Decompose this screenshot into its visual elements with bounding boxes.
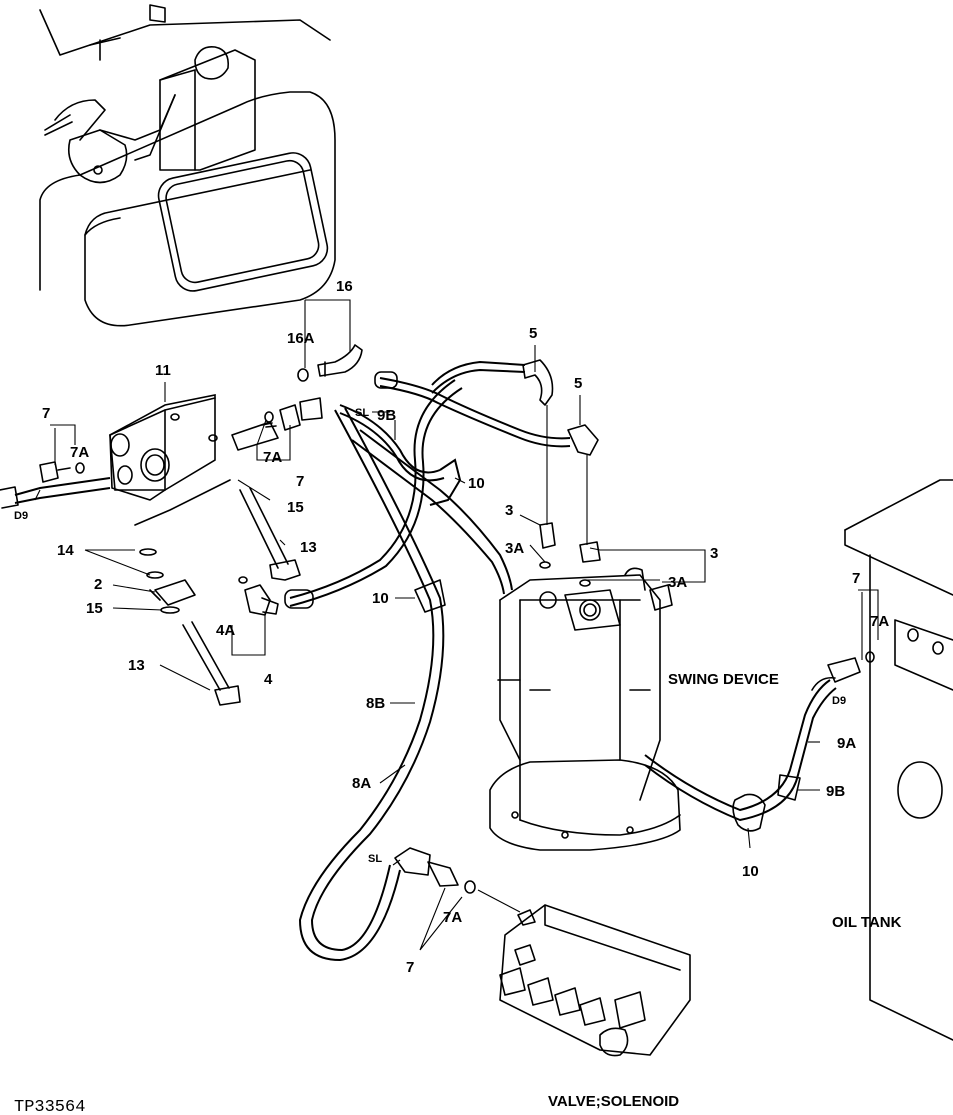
callout-7A-mid: 7A — [263, 449, 282, 466]
bracket-2-assembly — [134, 479, 241, 706]
solenoid-valve — [477, 889, 691, 1057]
callout-7-mid: 7 — [296, 473, 304, 490]
callout-9B-top: 9B — [377, 407, 396, 424]
leader-lines — [34, 299, 879, 951]
callout-15-top: 15 — [287, 499, 304, 516]
callout-D9-right: D9 — [832, 695, 846, 707]
callout-4: 4 — [264, 671, 273, 688]
callout-3A-right: 3A — [668, 574, 687, 591]
callout-7-left: 7 — [42, 405, 50, 422]
machine-body — [39, 4, 336, 327]
callout-16A: 16A — [287, 330, 315, 347]
callout-2: 2 — [94, 576, 102, 593]
callout-7A-right: 7A — [870, 613, 889, 630]
callout-8B: 8B — [366, 695, 385, 712]
callout-D9-left: D9 — [14, 510, 28, 522]
manifold-block-11 — [109, 394, 218, 501]
caption-swing-device: SWING DEVICE — [668, 671, 779, 688]
callout-10-bottom: 10 — [742, 863, 759, 880]
callout-14: 14 — [57, 542, 74, 559]
callout-5-mid: 5 — [574, 375, 582, 392]
left-fittings — [0, 461, 111, 509]
caption-valve-solenoid: VALVE;SOLENOID — [548, 1093, 679, 1110]
callout-11: 11 — [155, 362, 171, 379]
callout-15-bottom: 15 — [86, 600, 103, 617]
callout-16: 16 — [336, 278, 353, 295]
callout-3A-left: 3A — [505, 540, 524, 557]
callout-13-top: 13 — [300, 539, 317, 556]
swing-device — [489, 567, 681, 851]
hose-lines — [284, 359, 875, 962]
callout-5-top: 5 — [529, 325, 537, 342]
callout-SL-bottom: SL — [368, 853, 382, 865]
callout-7A-left: 7A — [70, 444, 89, 461]
callout-10-top: 10 — [468, 475, 485, 492]
callout-9B-right: 9B — [826, 783, 845, 800]
figure-reference: TP33564 — [14, 1098, 85, 1115]
caption-oil-tank: OIL TANK — [832, 914, 902, 931]
callout-3-right: 3 — [710, 545, 718, 562]
callout-SL-top: SL — [355, 407, 369, 419]
elbow-16 — [297, 344, 363, 382]
fitting-4 — [238, 576, 279, 616]
bolt-13-upper — [239, 487, 301, 581]
callout-3-left: 3 — [505, 502, 513, 519]
callout-labels: 16 16A 11 7 7A D9 5 5 SL 9B 7A 7 10 15 3… — [14, 278, 889, 976]
callout-8A: 8A — [352, 775, 371, 792]
callout-10-mid: 10 — [372, 590, 389, 607]
callout-9A: 9A — [837, 735, 856, 752]
oil-tank — [844, 479, 953, 1041]
callout-7-right: 7 — [852, 570, 860, 587]
callout-13-bottom: 13 — [128, 657, 145, 674]
callout-7-bottom: 7 — [406, 959, 414, 976]
callout-7A-bottom: 7A — [443, 909, 462, 926]
mid-fittings — [231, 397, 323, 451]
callout-4A: 4A — [216, 622, 235, 639]
